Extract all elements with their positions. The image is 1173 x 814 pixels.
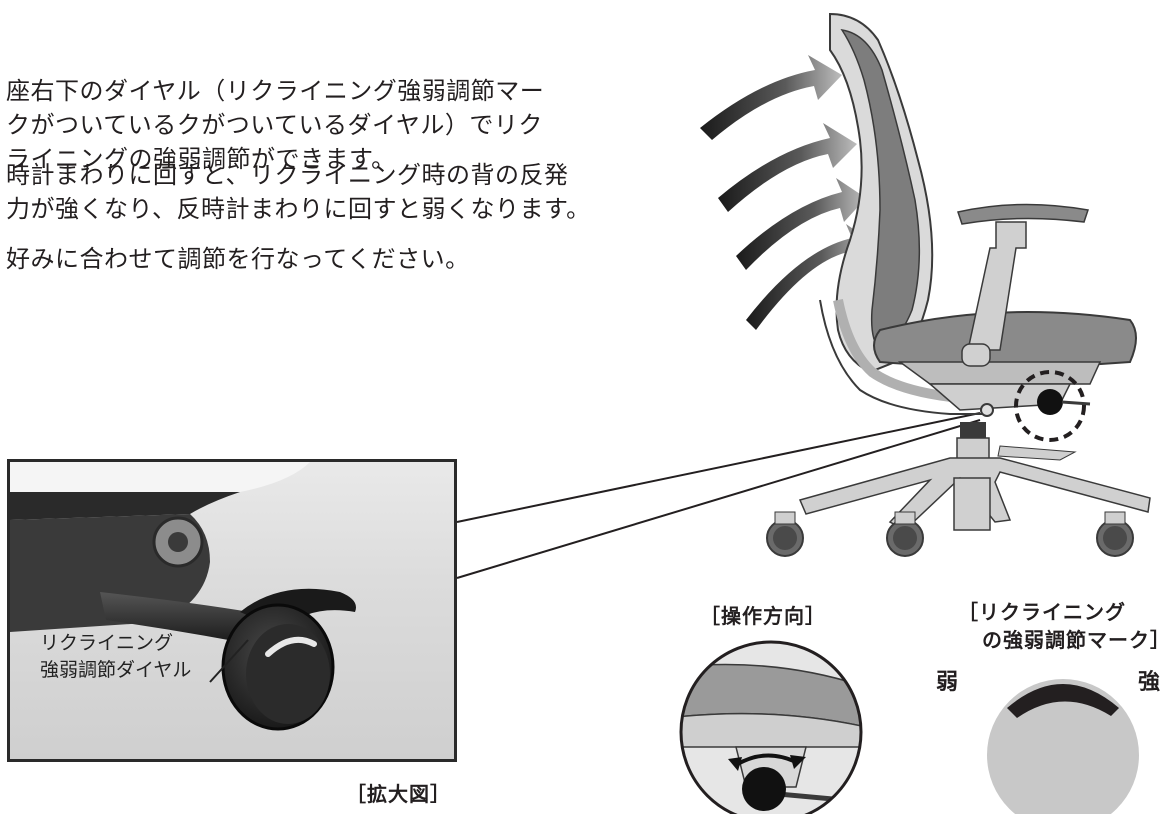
instruction-line: ライニングの強弱調節ができます。	[6, 145, 396, 173]
instruction-paragraph-3: 好みに合わせて調節を行なってください。	[6, 242, 470, 276]
dial-photo-illustration	[10, 462, 356, 731]
dial-label-line: 強弱調節ダイヤル	[40, 659, 192, 681]
instruction-line: クがついているクがついているダイヤル）でリク	[6, 111, 543, 139]
recline-arrows	[700, 55, 872, 330]
dial-highlight-circle	[1014, 370, 1086, 442]
dial-knob	[1037, 389, 1063, 415]
mark-title: ［リクライニング の強弱調節マーク］	[958, 598, 1171, 654]
adjustment-mark-diagram	[987, 679, 1139, 814]
enlarged-caption: ［拡大図］	[346, 782, 451, 806]
dial-label-line: リクライニング	[40, 632, 174, 654]
dial-label: リクライニング 強弱調節ダイヤル	[40, 630, 191, 684]
enlarged-photo: リクライニング 強弱調節ダイヤル	[7, 459, 457, 762]
chair-casters	[766, 511, 1134, 557]
operation-direction-diagram	[679, 640, 863, 814]
instruction-line: 時計まわりに回すと、リクライニング時の背の反発	[6, 161, 569, 189]
instruction-line: 力が強くなり、反時計まわりに回すと弱くなります。	[6, 195, 591, 223]
chair-seat	[873, 311, 1137, 411]
chair-base	[798, 422, 1151, 531]
leader-line-top	[456, 412, 981, 523]
chair-armrest	[957, 203, 1089, 367]
weak-label: 弱	[936, 670, 959, 695]
operation-title: ［操作方向］	[700, 604, 826, 628]
leader-line-bottom	[456, 419, 981, 579]
mark-title-line: ［リクライニング	[958, 600, 1126, 624]
mark-arc	[1007, 684, 1119, 718]
instruction-line: 好みに合わせて調節を行なってください。	[6, 245, 470, 273]
instruction-line: 座右下のダイヤル（リクライニング強弱調節マー	[6, 77, 545, 105]
instruction-paragraph-2: 時計まわりに回すと、リクライニング時の背の反発 力が強くなり、反時計まわりに回す…	[6, 158, 591, 226]
strong-label: 強	[1138, 670, 1161, 695]
mark-title-line: の強弱調節マーク］	[982, 628, 1171, 652]
instruction-paragraph-1: 座右下のダイヤル（リクライニング強弱調節マー クがついているクがついているダイヤ…	[6, 74, 544, 176]
chair-back	[819, 12, 990, 415]
